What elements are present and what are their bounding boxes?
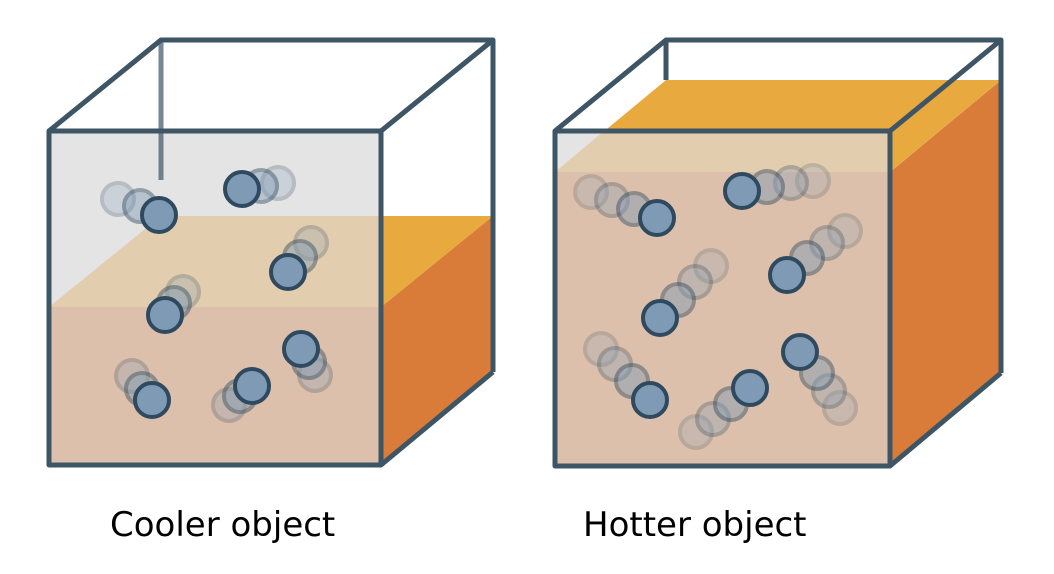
hotter-liquid-surface	[555, 131, 890, 172]
hotter-particle	[723, 163, 831, 210]
cooler-liquid-side	[381, 216, 493, 463]
hotter-object-caption: Hotter object	[583, 505, 807, 545]
hotter-particle	[641, 248, 729, 337]
cooler-particle	[282, 330, 333, 393]
hotter-particle	[678, 369, 769, 450]
hotter-bottom-edge	[888, 371, 1003, 468]
cooler-particle	[114, 358, 171, 419]
cooler-particle	[211, 367, 271, 423]
cooler-liquid-front	[49, 307, 381, 465]
hotter-particle	[573, 174, 676, 237]
hotter-particle	[781, 333, 858, 426]
cooler-front-edge	[46, 128, 384, 468]
cooler-particle	[146, 274, 201, 334]
hotter-liquid-side	[890, 80, 1001, 465]
hotter-object-box	[552, 37, 1004, 469]
cooler-particle	[269, 225, 329, 291]
hotter-particle	[583, 331, 669, 419]
hotter-top-edge	[553, 37, 1004, 133]
cooler-particle	[100, 181, 178, 234]
hotter-particle	[768, 213, 863, 294]
cooler-bottom-edge	[379, 370, 495, 467]
cooler-object-caption: Cooler object	[110, 505, 336, 545]
cooler-top-edge	[47, 37, 496, 133]
cooler-object-box	[46, 37, 496, 468]
hotter-liquid-front	[555, 172, 890, 466]
cooler-particle	[223, 165, 296, 208]
hotter-front-edge	[552, 128, 893, 469]
